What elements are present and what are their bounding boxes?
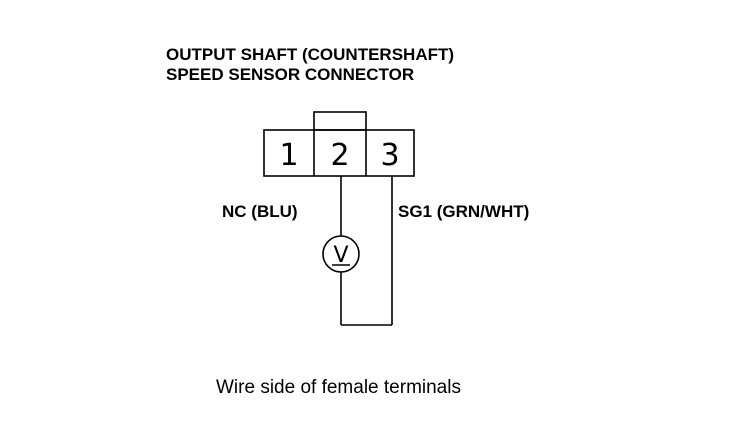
- diagram-caption: Wire side of female terminals: [216, 377, 461, 398]
- title-line-2: SPEED SENSOR CONNECTOR: [166, 65, 414, 84]
- wire-label-sg1: SG1 (GRN/WHT): [398, 202, 529, 221]
- connector-housing: 1 2 3: [263, 111, 415, 177]
- voltmeter-symbol: V: [333, 243, 348, 268]
- title-line-1: OUTPUT SHAFT (COUNTERSHAFT): [166, 45, 454, 64]
- pin-2-label: 2: [330, 138, 349, 173]
- voltmeter-icon: [322, 235, 360, 273]
- wire-label-nc: NC (BLU): [222, 202, 298, 221]
- test-circuit: V: [322, 176, 393, 326]
- pin-1-label: 1: [279, 138, 298, 173]
- pin-3-label: 3: [380, 138, 399, 173]
- connector-lock-tab: [313, 111, 367, 131]
- connector-body: [263, 129, 415, 177]
